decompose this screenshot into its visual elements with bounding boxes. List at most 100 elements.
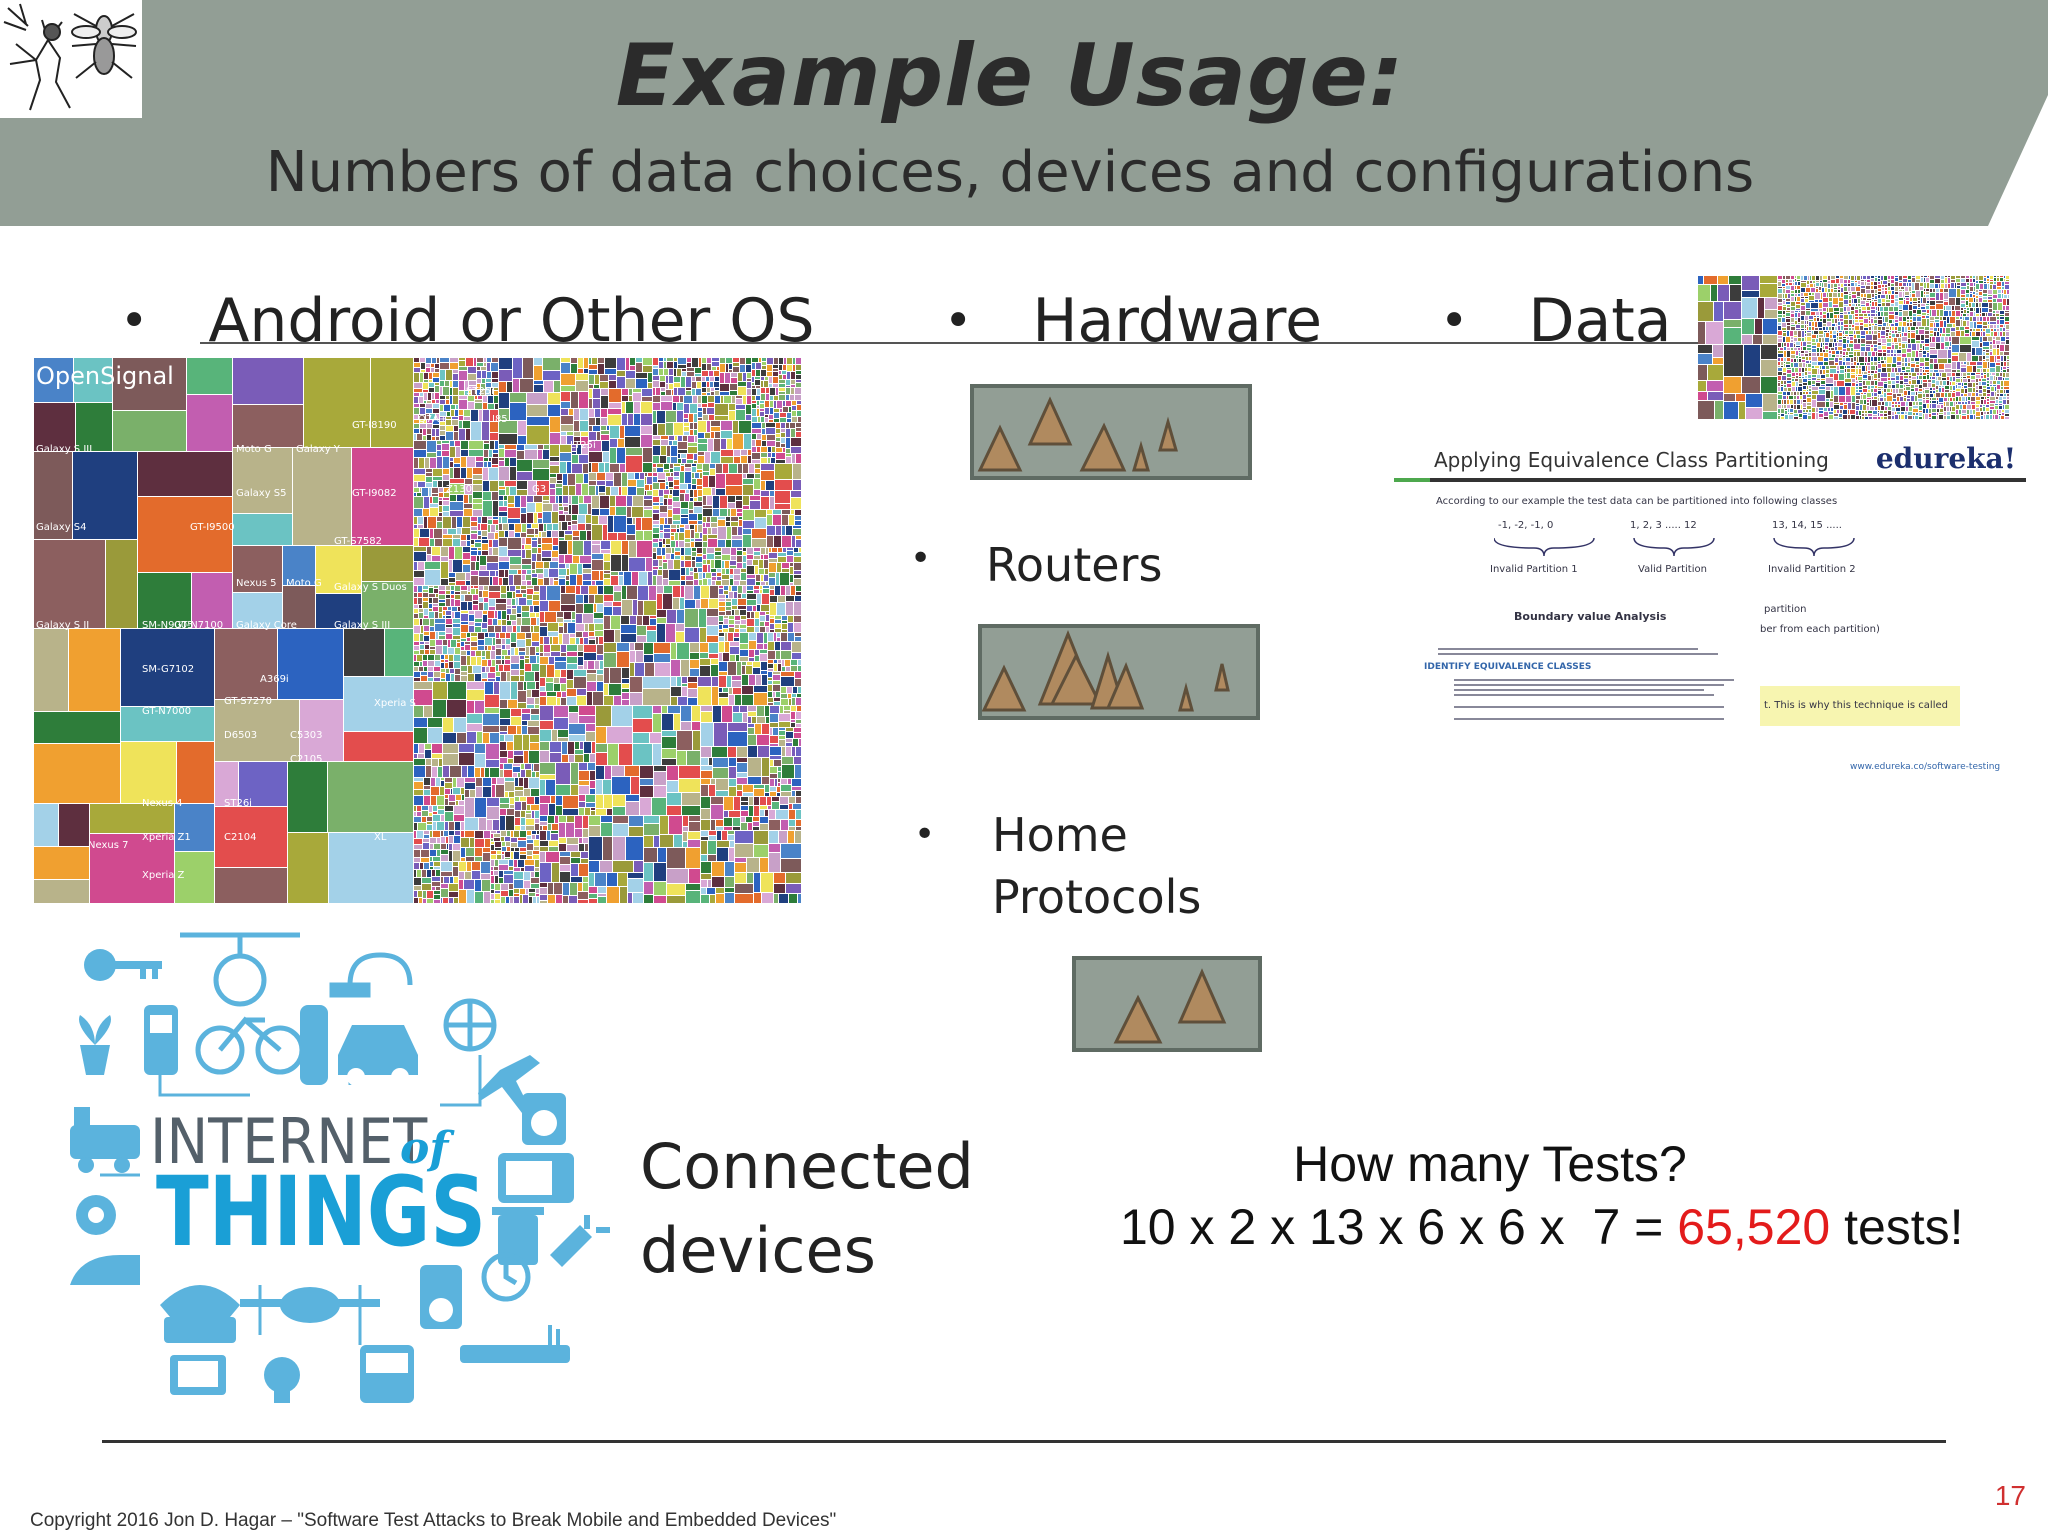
treemap-cell (1796, 302, 1800, 304)
treemap-cell (1778, 326, 1781, 330)
treemap-cell (607, 873, 617, 886)
treemap-cell (1920, 287, 1923, 290)
treemap-cell (450, 363, 458, 369)
treemap-cell (433, 857, 440, 861)
treemap-cell (770, 747, 781, 755)
treemap-cell (476, 778, 482, 786)
treemap-cell (794, 563, 801, 570)
treemap-cell (708, 880, 711, 887)
treemap-cell (1899, 281, 1902, 282)
bullet-dot: • (1440, 293, 1469, 349)
treemap-cell (417, 655, 422, 661)
treemap-cell (703, 528, 707, 534)
treemap-cell (722, 561, 724, 568)
treemap-cell (559, 538, 564, 540)
treemap-cell (450, 484, 464, 494)
treemap-cell (1849, 276, 1850, 279)
treemap-cell (288, 762, 327, 832)
treemap-cell (449, 578, 455, 582)
treemap-cell (435, 364, 439, 368)
treemap-cell (578, 883, 582, 891)
treemap-cell (502, 656, 504, 659)
treemap-cell (588, 763, 595, 770)
treemap-cell (448, 648, 454, 654)
treemap-cell (1924, 289, 1925, 291)
treemap-cell (789, 804, 792, 809)
treemap-cell (657, 610, 666, 617)
treemap-cell (1867, 276, 1870, 279)
treemap-cell (1808, 372, 1811, 374)
treemap-cell (293, 448, 351, 545)
treemap-cell (1724, 377, 1741, 393)
treemap-cell (653, 369, 658, 375)
treemap-cell (756, 440, 761, 446)
treemap-cell (663, 579, 668, 585)
treemap-cell (1803, 400, 1806, 402)
treemap-cell (1809, 351, 1811, 352)
treemap-cell (1806, 361, 1809, 363)
treemap-cell (703, 509, 712, 516)
treemap-cell (566, 576, 569, 580)
treemap-cell (566, 564, 569, 568)
treemap-cell (754, 490, 760, 495)
treemap-cell (456, 447, 460, 457)
treemap-cell (1843, 344, 1846, 348)
treemap-cell (700, 666, 710, 676)
treemap-cell (482, 422, 489, 440)
treemap-cell (1922, 316, 1925, 318)
treemap-cell (692, 389, 695, 395)
treemap-cell (1816, 312, 1819, 315)
treemap-cell (1812, 322, 1814, 326)
treemap-cell (653, 358, 658, 365)
treemap-cell (1742, 335, 1752, 344)
treemap-cell (730, 566, 736, 568)
treemap-cell (1912, 278, 1915, 282)
treemap-cell (779, 380, 785, 383)
treemap-cell (775, 504, 790, 509)
treemap-cell (701, 837, 708, 840)
treemap-cell-label: Galaxy S III (36, 444, 93, 455)
treemap-cell (692, 557, 695, 560)
treemap-cell (729, 625, 734, 627)
treemap-cell (610, 464, 619, 472)
treemap-cell (774, 660, 777, 663)
treemap-cell (439, 506, 442, 512)
treemap-cell (430, 844, 433, 849)
treemap-cell (1803, 410, 1805, 412)
treemap-cell (698, 408, 702, 411)
treemap-cell (1824, 353, 1828, 357)
treemap-cell (1865, 417, 1868, 419)
treemap-cell (721, 457, 733, 463)
treemap-cell (532, 541, 537, 547)
treemap-cell (1834, 410, 1836, 413)
treemap-cell (433, 682, 447, 699)
treemap-cell (514, 756, 523, 763)
treemap-cell (414, 393, 419, 396)
treemap-cell (424, 393, 427, 400)
treemap-cell-label: ST26i (224, 798, 252, 809)
treemap-cell (729, 592, 733, 598)
treemap-cell (1866, 335, 1872, 340)
treemap-cell (499, 531, 504, 537)
treemap-cell (1843, 362, 1845, 365)
treemap-cell (758, 746, 769, 757)
treemap-cell (641, 402, 652, 413)
treemap-cell (552, 512, 558, 523)
treemap-cell (725, 633, 727, 641)
treemap-cell (554, 883, 562, 894)
treemap-cell (604, 586, 613, 594)
treemap-cell (755, 619, 759, 626)
treemap-cell (430, 458, 436, 468)
treemap-cell (414, 778, 423, 781)
treemap-cell (459, 862, 466, 871)
treemap-cell (1915, 283, 1919, 290)
treemap-cell (462, 528, 470, 534)
treemap-cell (609, 684, 621, 695)
treemap-cell (659, 539, 662, 541)
treemap-cell (681, 454, 686, 458)
treemap-cell (497, 851, 501, 854)
treemap-cell (743, 793, 753, 796)
treemap-cell (1778, 336, 1782, 338)
treemap-cell (796, 380, 801, 382)
